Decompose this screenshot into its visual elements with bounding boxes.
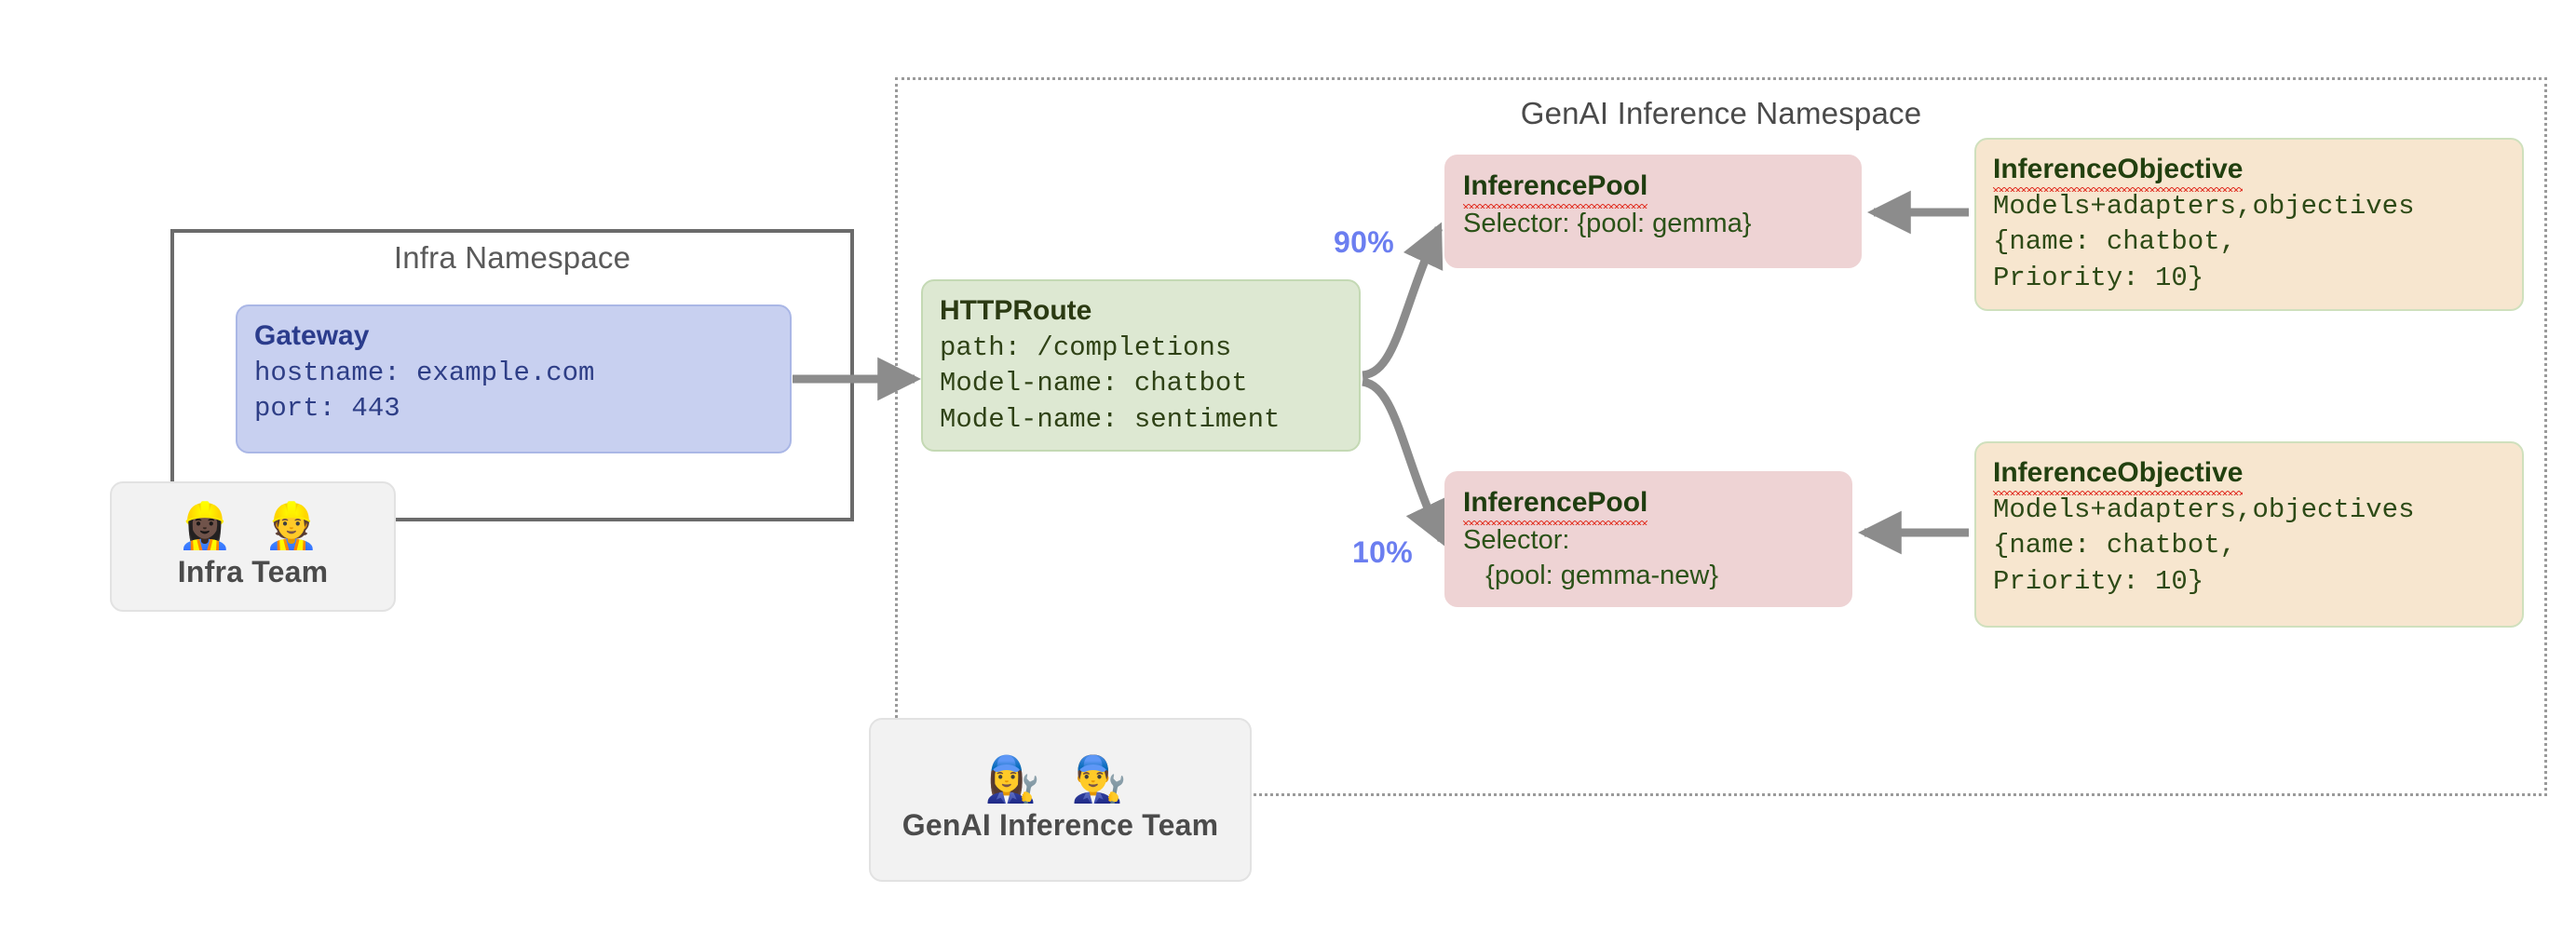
- node-inferencepool-gemma-new-title: InferencePool: [1463, 486, 1834, 525]
- genai-namespace-label: GenAI Inference Namespace: [1520, 96, 1922, 130]
- infra-namespace-label: Infra Namespace: [393, 240, 631, 275]
- node-httproute-line-1: Model-name: chatbot: [940, 368, 1248, 399]
- node-gateway-line-1: port: 443: [254, 393, 400, 425]
- node-inferencepool-gemma-new-line-1: {pool: gemma-new}: [1463, 561, 1719, 591]
- split-label-90: 90%: [1334, 225, 1394, 259]
- node-inferenceobjective-2-line-0: Models+adapters,objectives: [1993, 494, 2415, 525]
- node-httproute[interactable]: HTTPRoute path: /completions Model-name:…: [921, 279, 1361, 452]
- node-inferencepool-gemma-line-0: Selector: {pool: gemma}: [1463, 208, 1752, 238]
- split-label-10: 10%: [1352, 535, 1413, 569]
- spellcheck-squiggle-icon: InferenceObjective: [1993, 456, 2244, 495]
- node-inferencepool-gemma-title: InferencePool: [1463, 169, 1843, 209]
- spellcheck-squiggle-icon: InferenceObjective: [1993, 153, 2244, 192]
- node-inferenceobjective-1-title: InferenceObjective: [1993, 153, 2505, 192]
- node-inferenceobjective-1-line-1: {name: chatbot,: [1993, 226, 2237, 258]
- node-inferenceobjective-1-line-0: Models+adapters,objectives: [1993, 190, 2415, 222]
- node-gateway[interactable]: Gateway hostname: example.com port: 443: [236, 304, 792, 453]
- team-card-genai-label: GenAI Inference Team: [902, 807, 1219, 842]
- team-card-genai[interactable]: 👩‍🔧 👨‍🔧 GenAI Inference Team: [869, 718, 1252, 882]
- genai-namespace-container: [895, 77, 2547, 796]
- node-inferenceobjective-2[interactable]: InferenceObjective Models+adapters,objec…: [1974, 441, 2524, 628]
- node-inferencepool-gemma-new-line-0: Selector:: [1463, 524, 1570, 555]
- node-httproute-line-0: path: /completions: [940, 331, 1232, 363]
- node-gateway-line-0: hostname: example.com: [254, 357, 595, 388]
- node-inferenceobjective-1[interactable]: InferenceObjective Models+adapters,objec…: [1974, 138, 2524, 311]
- spellcheck-squiggle-icon: InferencePool: [1463, 486, 1648, 525]
- team-card-infra-label: Infra Team: [177, 554, 329, 588]
- spellcheck-squiggle-icon: InferencePool: [1463, 169, 1648, 209]
- node-httproute-title: HTTPRoute: [940, 295, 1092, 326]
- node-httproute-line-2: Model-name: sentiment: [940, 403, 1281, 435]
- construction-workers-icon: 👷🏿‍♀️ 👷: [177, 501, 329, 551]
- node-inferenceobjective-1-line-2: Priority: 10}: [1993, 262, 2204, 293]
- node-inferenceobjective-2-line-1: {name: chatbot,: [1993, 530, 2237, 561]
- mechanics-icon: 👩‍🔧 👨‍🔧: [984, 754, 1136, 805]
- node-inferencepool-gemma[interactable]: InferencePool Selector: {pool: gemma}: [1444, 155, 1862, 268]
- team-card-infra[interactable]: 👷🏿‍♀️ 👷 Infra Team: [110, 481, 396, 612]
- node-inferencepool-gemma-new[interactable]: InferencePool Selector: {pool: gemma-new…: [1444, 471, 1852, 607]
- node-gateway-title: Gateway: [254, 320, 370, 351]
- node-inferenceobjective-2-title: InferenceObjective: [1993, 456, 2505, 495]
- node-inferenceobjective-2-line-2: Priority: 10}: [1993, 565, 2204, 597]
